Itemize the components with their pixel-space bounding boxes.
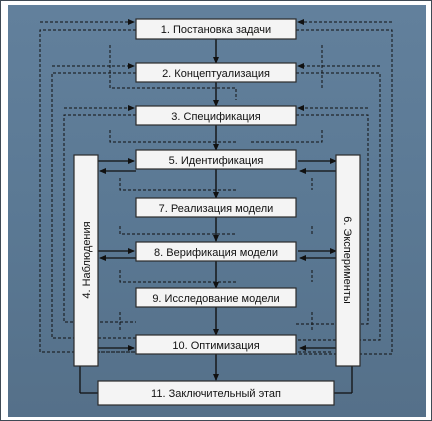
stage-10-box: 10. Оптимизация bbox=[135, 334, 297, 355]
stage-11-box: 11. Заключительный этап bbox=[97, 380, 335, 406]
stage-5-box: 5. Идентификация bbox=[135, 149, 297, 170]
connectors bbox=[39, 19, 393, 394]
stage-2-label: 2. Концептуализация bbox=[162, 68, 270, 80]
observation-links bbox=[98, 158, 136, 351]
stage-10-label: 10. Оптимизация bbox=[172, 340, 259, 352]
stage-9-box: 9. Исследование модели bbox=[135, 287, 297, 308]
stage-1-label: 1. Постановка задачи bbox=[161, 24, 271, 36]
stage-1-box: 1. Постановка задачи bbox=[135, 18, 297, 40]
stage-2-box: 2. Концептуализация bbox=[135, 62, 297, 83]
experiments-column: 6. Эксперименты bbox=[335, 154, 361, 367]
dashed-inputs bbox=[40, 19, 392, 353]
stage-9-label: 9. Исследование модели bbox=[152, 293, 279, 305]
stage-7-box: 7. Реализация модели bbox=[135, 197, 297, 218]
stage-3-box: 3. Спецификация bbox=[135, 105, 297, 126]
experiments-label: 6. Эксперименты bbox=[341, 216, 353, 304]
observations-column: 4. Наблюдения bbox=[73, 154, 99, 367]
stage-8-box: 8. Верификация модели bbox=[135, 241, 297, 262]
stage-5-label: 5. Идентификация bbox=[169, 155, 264, 167]
stage-7-label: 7. Реализация модели bbox=[159, 203, 274, 215]
stage-3-label: 3. Спецификация bbox=[171, 111, 261, 123]
observations-label: 4. Наблюдения bbox=[81, 221, 93, 298]
experiment-links bbox=[79, 158, 353, 394]
stage-11-label: 11. Заключительный этап bbox=[151, 388, 281, 400]
stage-8-label: 8. Верификация модели bbox=[154, 247, 278, 259]
